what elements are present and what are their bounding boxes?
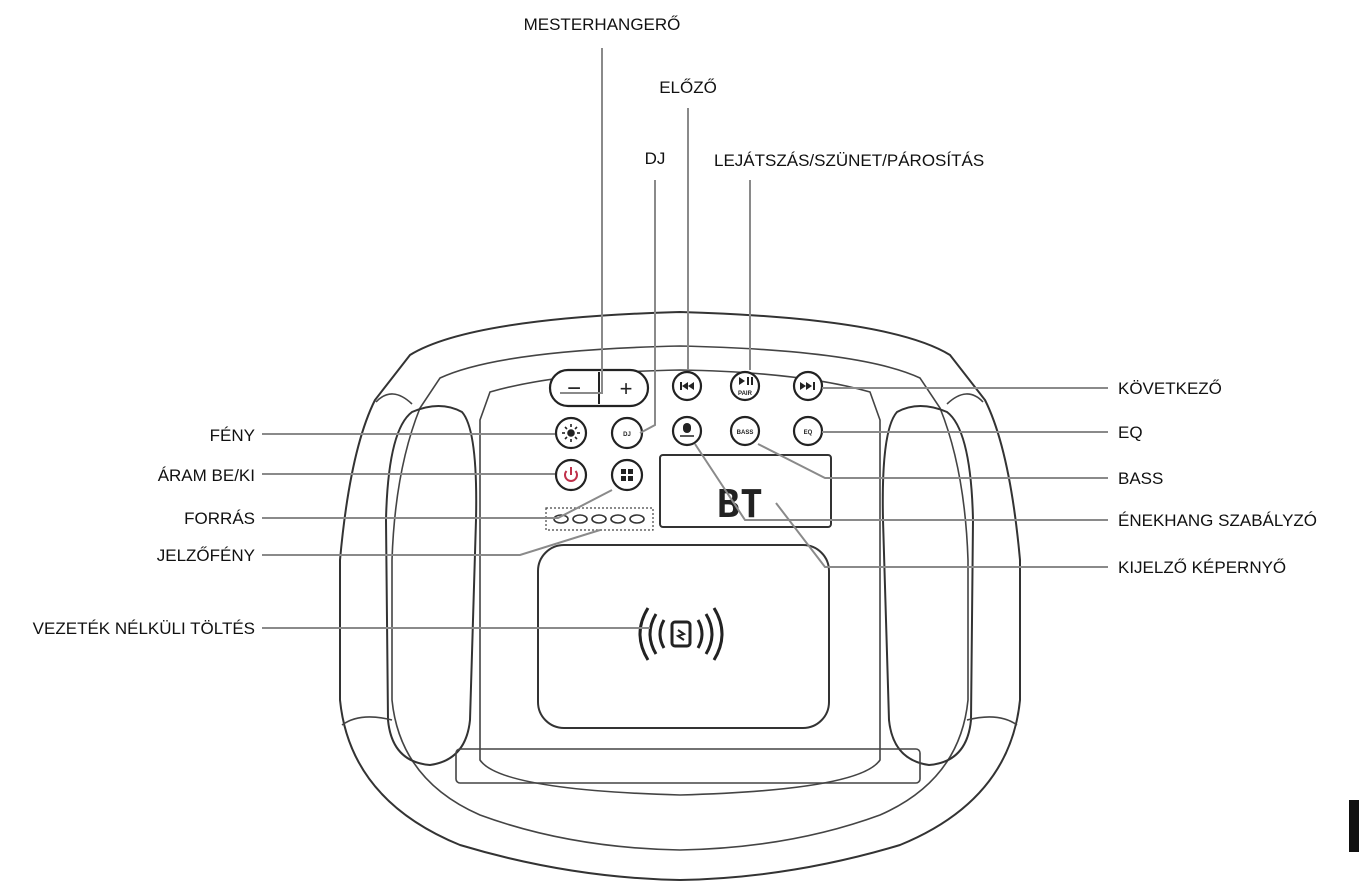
volume-control[interactable]: − +	[548, 368, 650, 408]
leader-lines	[262, 48, 1108, 629]
label-bass: BASS	[1118, 469, 1163, 488]
volume-down-button[interactable]: −	[567, 375, 581, 402]
edge-mark	[1349, 800, 1359, 852]
label-eq: EQ	[1118, 423, 1143, 442]
svg-text:DJ: DJ	[623, 432, 631, 438]
indicator-lights	[545, 507, 654, 531]
svg-text:BASS: BASS	[737, 430, 754, 436]
label-master-volume: MESTERHANGERŐ	[524, 15, 681, 34]
right-handle-grip	[881, 405, 975, 767]
eq-button[interactable]: EQ	[792, 415, 824, 447]
microphone-icon	[680, 423, 694, 437]
next-button[interactable]	[792, 370, 824, 402]
source-button[interactable]	[610, 458, 644, 492]
indicator-led	[572, 514, 588, 524]
skip-previous-icon	[680, 382, 694, 390]
svg-text:EQ: EQ	[804, 430, 813, 436]
volume-up-button[interactable]: +	[620, 376, 633, 401]
callout-labels: MESTERHANGERŐ ELŐZŐ DJ LEJÁTSZÁS/SZÜNET/…	[33, 15, 1317, 638]
indicator-led	[610, 514, 626, 524]
label-display-screen: KIJELZŐ KÉPERNYŐ	[1118, 558, 1286, 577]
left-handle-grip	[384, 405, 478, 767]
display-screen: BT	[659, 454, 832, 528]
label-indicator-light: JELZŐFÉNY	[157, 546, 255, 565]
label-next: KÖVETKEZŐ	[1118, 379, 1222, 398]
label-play-pause-pair: LEJÁTSZÁS/SZÜNET/PÁROSÍTÁS	[714, 151, 984, 170]
bottom-slot	[455, 748, 921, 784]
svg-text:PAIR: PAIR	[738, 391, 753, 397]
label-light: FÉNY	[210, 426, 255, 445]
play-pause-icon	[739, 377, 753, 385]
label-power: ÁRAM BE/KI	[158, 466, 255, 485]
vocal-control-button[interactable]	[671, 415, 703, 447]
indicator-led	[591, 514, 607, 524]
skip-next-icon	[800, 382, 815, 390]
power-button[interactable]	[554, 458, 588, 492]
wireless-charging-pad	[537, 544, 830, 729]
power-icon	[564, 467, 578, 482]
label-vocal-control: ÉNEKHANG SZABÁLYZÓ	[1118, 511, 1317, 530]
wireless-charging-icon	[638, 607, 724, 661]
bass-button[interactable]: BASS	[729, 415, 761, 447]
control-panel: − + PAIR	[537, 368, 832, 729]
light-button[interactable]	[554, 416, 588, 450]
previous-button[interactable]	[671, 370, 703, 402]
source-icon	[621, 469, 633, 481]
play-pause-pair-button[interactable]: PAIR	[729, 370, 761, 402]
label-source: FORRÁS	[184, 509, 255, 528]
sun-icon	[562, 424, 580, 442]
label-dj: DJ	[645, 149, 666, 168]
dj-button[interactable]: DJ	[610, 416, 644, 450]
indicator-led	[629, 514, 645, 524]
label-wireless-charging: VEZETÉK NÉLKÜLI TÖLTÉS	[33, 619, 255, 638]
label-previous: ELŐZŐ	[659, 78, 717, 97]
